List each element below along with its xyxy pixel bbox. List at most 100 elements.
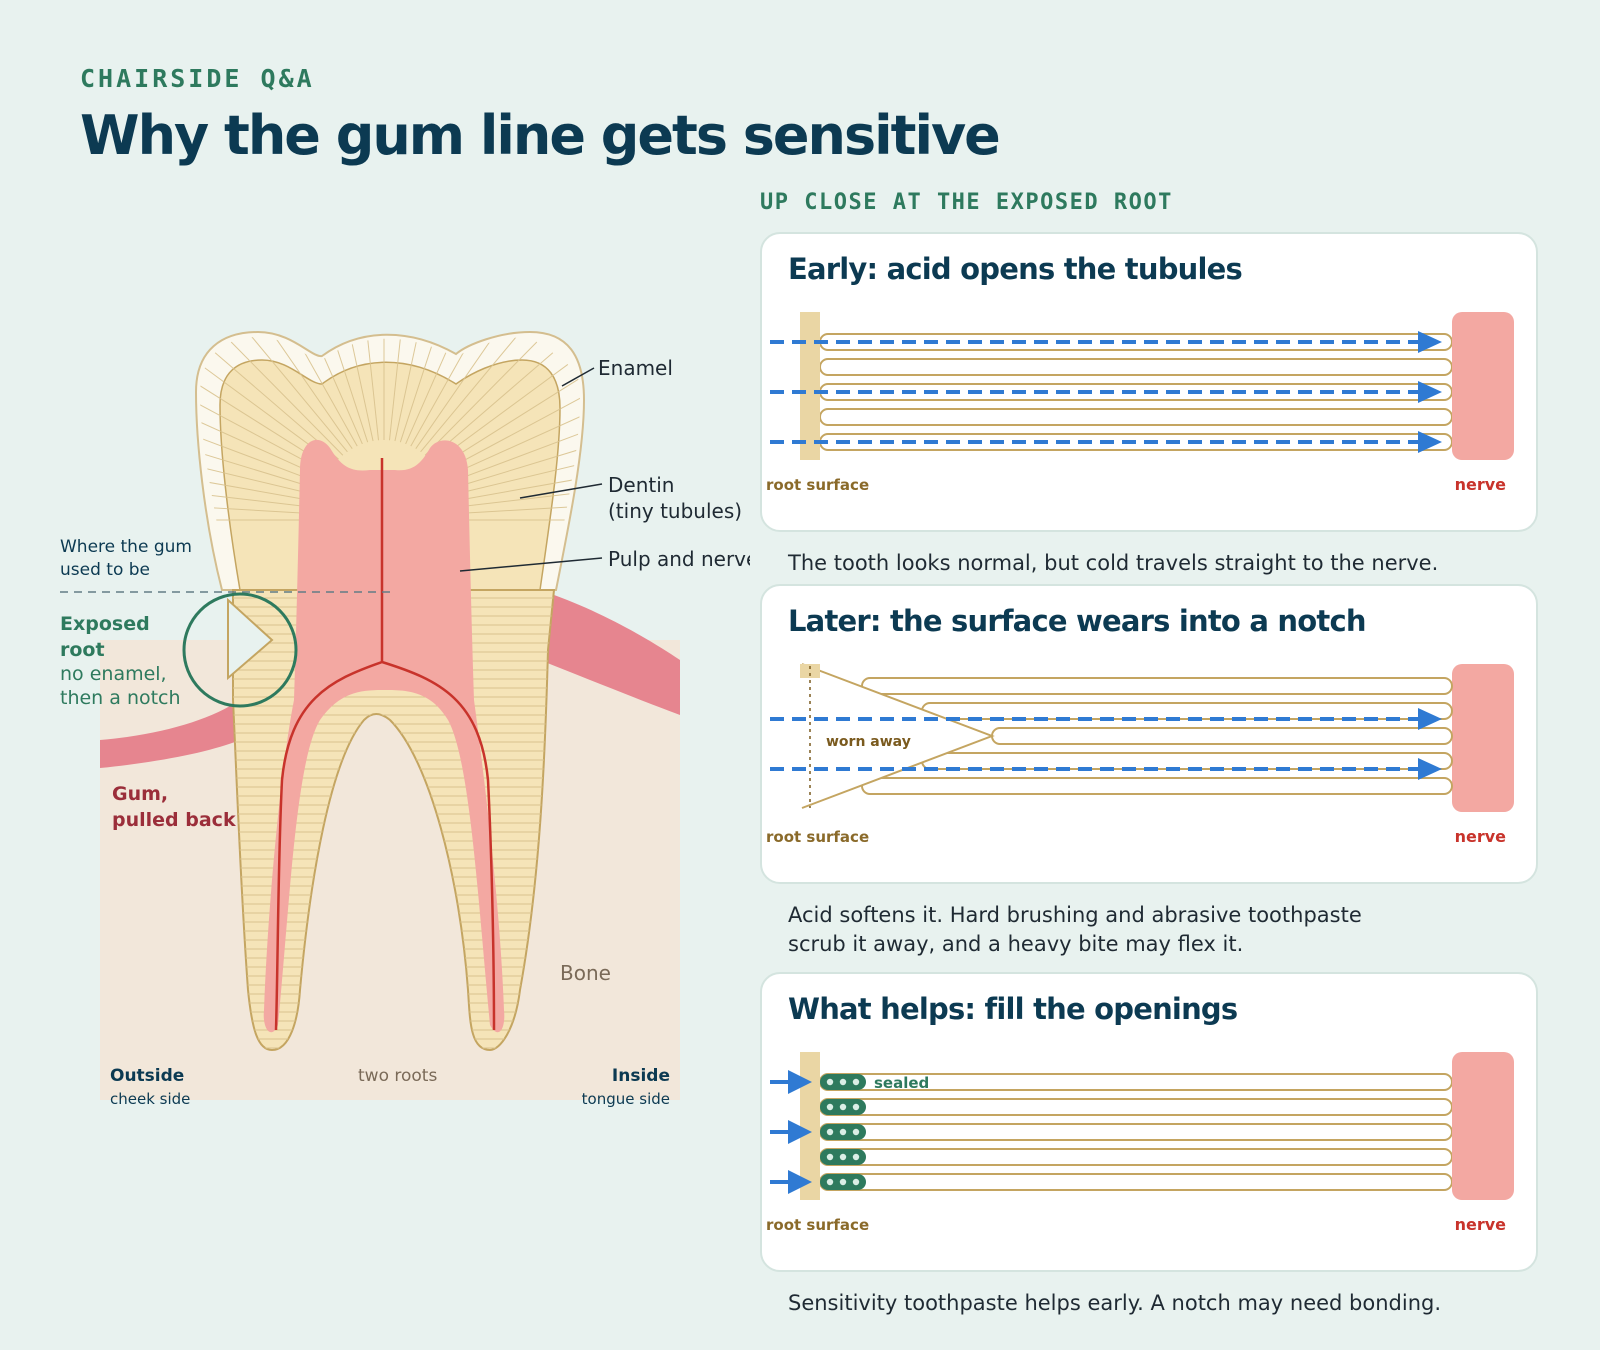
dentin-tubule-ray bbox=[448, 435, 580, 490]
dentin-tubule-ray bbox=[440, 390, 580, 474]
gum-pulled-label: Gum, bbox=[112, 783, 168, 805]
dentin-tubule-ray bbox=[453, 485, 580, 508]
dentin-tubule-ray bbox=[200, 485, 315, 508]
panel-early-caption: The tooth looks normal, but cold travels… bbox=[788, 551, 1439, 575]
dentin-tubule-ray bbox=[230, 341, 344, 456]
plug-dot bbox=[839, 1153, 847, 1161]
root-surface-bar bbox=[800, 664, 820, 678]
root-surface-label: root surface bbox=[766, 476, 869, 494]
dentin-tubule-ray bbox=[342, 337, 374, 442]
dentin-label: Dentin bbox=[608, 473, 674, 497]
sealed-label: sealed bbox=[874, 1074, 929, 1092]
plug-dot bbox=[852, 1103, 860, 1111]
nerve-label: nerve bbox=[1455, 1215, 1507, 1234]
dentin-tubule-ray bbox=[388, 337, 405, 441]
exposed-root-label-2: root bbox=[60, 639, 105, 661]
dentin-tubule-ray bbox=[399, 337, 446, 443]
dentin-tubule-ray bbox=[200, 419, 322, 485]
notch-outline bbox=[801, 663, 995, 809]
dentin-tubule-ray bbox=[415, 337, 503, 450]
two-roots-label: two roots bbox=[358, 1066, 437, 1086]
panel-title: Later: the surface wears into a notch bbox=[788, 604, 1366, 638]
notch bbox=[227, 597, 274, 681]
plug-dot bbox=[839, 1178, 847, 1186]
dentin-tubule-ray bbox=[200, 451, 318, 496]
dentin-tubule-ray bbox=[303, 337, 363, 445]
plug-dot bbox=[839, 1103, 847, 1111]
root-surface-label: root surface bbox=[766, 828, 869, 846]
panel-early: Early: acid opens the tubules root surfa… bbox=[760, 232, 1538, 532]
root-surface-label: root surface bbox=[766, 1216, 869, 1234]
dentin-tubule-ray bbox=[247, 337, 348, 453]
plug-dot bbox=[852, 1128, 860, 1136]
exposed-root-desc-2: then a notch bbox=[60, 687, 181, 709]
dentin-tubule-ray bbox=[200, 468, 317, 502]
dentin-tubules-crown bbox=[200, 337, 580, 521]
tubule bbox=[819, 1173, 1453, 1191]
dentin-tubule-ray bbox=[450, 451, 580, 496]
plug-dot bbox=[826, 1178, 834, 1186]
dentin-tubule-ray bbox=[405, 337, 465, 445]
section-label: UP CLOSE AT THE EXPOSED ROOT bbox=[760, 190, 1173, 215]
dentin-tubule-ray bbox=[451, 468, 580, 502]
nerve-block bbox=[1452, 664, 1514, 812]
kicker: CHAIRSIDE Q&A bbox=[80, 64, 315, 93]
outside-label: Outside bbox=[110, 1066, 184, 1086]
tubule bbox=[819, 1098, 1453, 1116]
arrow-2 bbox=[770, 381, 1442, 403]
tubule bbox=[861, 677, 1453, 695]
dentin-tubule-ray bbox=[420, 337, 521, 453]
nerve-block bbox=[1452, 312, 1514, 460]
plug-dot bbox=[839, 1128, 847, 1136]
root-surface-bar bbox=[800, 1052, 820, 1200]
gum-was-label-2: used to be bbox=[60, 560, 150, 580]
push-arrow-1 bbox=[770, 1070, 812, 1094]
plug-dot bbox=[839, 1078, 847, 1086]
arrow-1 bbox=[770, 708, 1442, 730]
gum-was-label: Where the gum bbox=[60, 537, 192, 557]
nerve-label: nerve bbox=[1455, 475, 1507, 494]
tubule bbox=[819, 408, 1453, 426]
dentin-tubule-ray bbox=[424, 341, 538, 456]
tubules-diagram-early: root surface nerve bbox=[766, 312, 1514, 494]
caption-line: scrub it away, and a heavy bite may flex… bbox=[788, 932, 1244, 956]
inside-sublabel: tongue side bbox=[582, 1090, 670, 1108]
caption-line: Acid softens it. Hard brushing and abras… bbox=[788, 903, 1362, 927]
root-surface-bar bbox=[800, 312, 820, 460]
gum-pulled-label-2: pulled back bbox=[112, 809, 236, 831]
nerve-label: nerve bbox=[1455, 827, 1507, 846]
tubule bbox=[819, 1148, 1453, 1166]
arrow-1 bbox=[770, 331, 1442, 353]
arrow-2 bbox=[770, 758, 1442, 780]
tubule bbox=[819, 358, 1453, 376]
tubule bbox=[921, 702, 1453, 720]
dentin-tubule-ray bbox=[363, 337, 380, 441]
dentin-tubule-ray bbox=[265, 337, 353, 450]
plug-dot bbox=[852, 1178, 860, 1186]
pulp-label: Pulp and nerve bbox=[608, 547, 750, 571]
page-title: Why the gum line gets sensitive bbox=[80, 104, 1001, 167]
tubule bbox=[921, 752, 1453, 770]
panel-title: Early: acid opens the tubules bbox=[788, 252, 1243, 286]
plug-dot bbox=[826, 1128, 834, 1136]
dentin-sublabel: (tiny tubules) bbox=[608, 499, 742, 523]
plug-dot bbox=[826, 1153, 834, 1161]
tubules-diagram-sealed: sealed root surface nerve bbox=[766, 1052, 1514, 1234]
panel-later: Later: the surface wears into a notch wo… bbox=[760, 584, 1538, 884]
exposed-root-label: Exposed bbox=[60, 613, 150, 635]
dentin-tubule-ray bbox=[200, 502, 315, 515]
tubule bbox=[819, 1123, 1453, 1141]
dentin-leader bbox=[519, 483, 603, 499]
inside-label: Inside bbox=[612, 1066, 670, 1086]
push-arrow-3 bbox=[770, 1170, 812, 1194]
exposed-root-desc: no enamel, bbox=[60, 663, 167, 685]
tooth-diagram: Enamel Dentin (tiny tubules) Pulp and ne… bbox=[60, 330, 750, 1108]
push-arrow-2 bbox=[770, 1120, 812, 1144]
dentin-tubule-ray bbox=[453, 502, 580, 515]
nerve-line bbox=[274, 458, 496, 1031]
dentin-tubule-ray bbox=[322, 337, 369, 443]
tubule bbox=[861, 777, 1453, 795]
dentin-tubule-ray bbox=[443, 404, 580, 479]
exposed-root-circle bbox=[182, 592, 298, 708]
dentin-tubule-ray bbox=[394, 337, 426, 442]
